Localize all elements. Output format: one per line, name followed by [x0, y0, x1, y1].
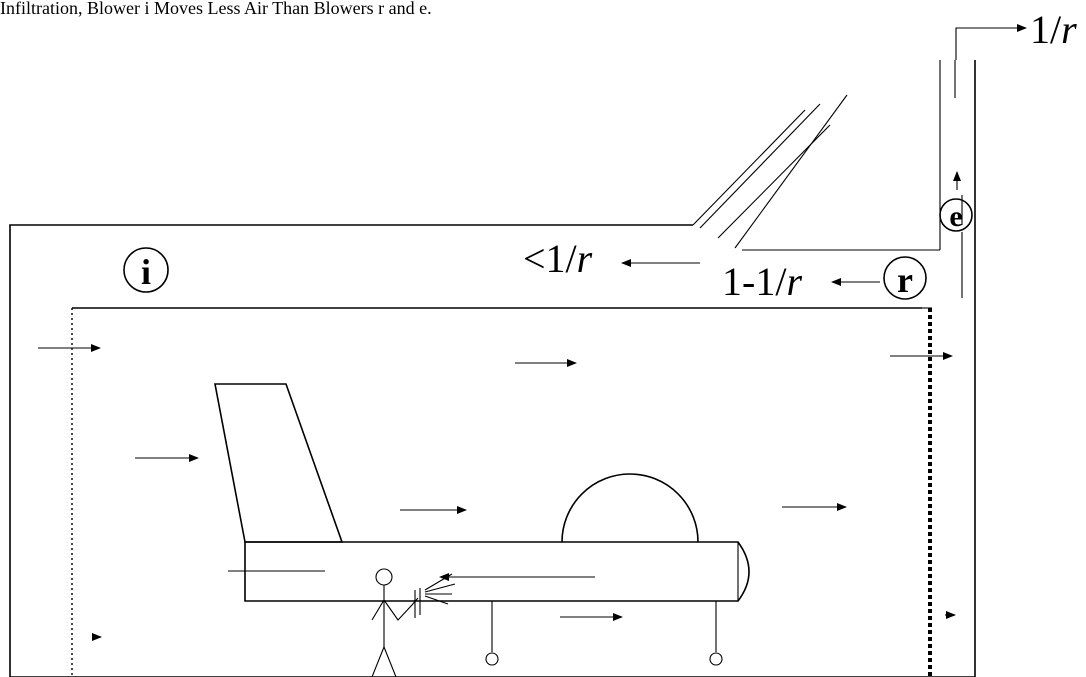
booth-outer-wall	[9, 60, 976, 677]
blower-i: i	[123, 247, 169, 293]
spray-plume	[424, 573, 595, 605]
exhaust-flow-label: 1/r	[1030, 7, 1077, 52]
blower-r-label: r	[897, 260, 913, 300]
recirc-duct	[742, 225, 941, 251]
aircraft	[214, 383, 750, 666]
leak-flow-label: <1/r	[523, 236, 593, 281]
exhaust-stack	[939, 24, 1027, 298]
airflow-arrows	[38, 344, 956, 641]
blower-i-label: i	[141, 252, 151, 292]
caption-text: Infiltration, Blower i Moves Less Air Th…	[0, 0, 432, 18]
blower-e: e	[939, 198, 973, 233]
blower-r: r	[883, 256, 927, 300]
recirc-flow-label: 1-1/r	[722, 259, 802, 304]
leak-duct	[692, 94, 848, 249]
painter-figure	[371, 568, 421, 677]
blower-e-label: e	[949, 200, 962, 233]
